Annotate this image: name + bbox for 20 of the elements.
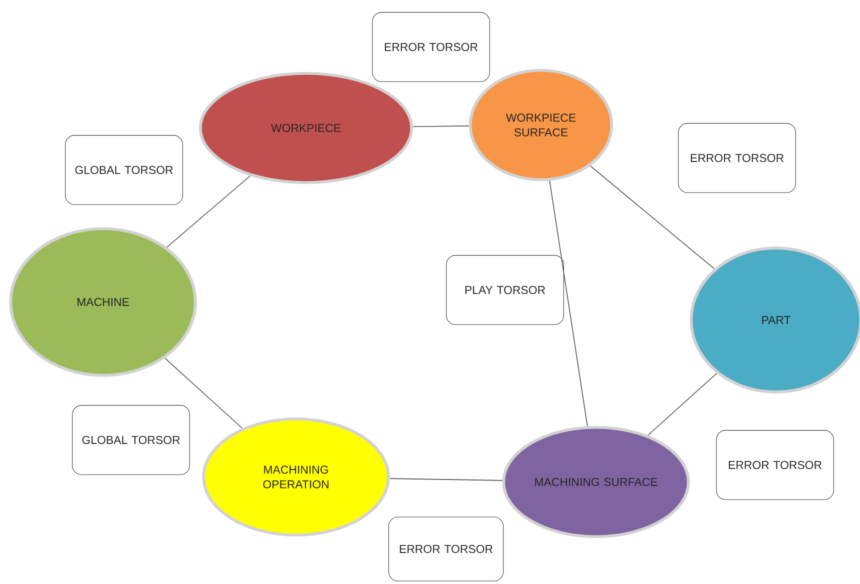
connector-line xyxy=(648,372,718,436)
torsor-box: ERROR TORSOR xyxy=(372,12,490,82)
ellipse-node: WORKPIECE SURFACE xyxy=(468,68,614,182)
connector-line xyxy=(412,126,470,128)
torsor-box: ERROR TORSOR xyxy=(678,123,796,193)
connector-line xyxy=(590,166,715,270)
ellipse-node: MACHINING SURFACE xyxy=(502,426,690,538)
ellipse-node: MACHINE xyxy=(9,227,197,377)
connector-line xyxy=(389,478,503,481)
ellipse-node: PART xyxy=(690,246,860,394)
connector-line xyxy=(549,180,588,426)
torsor-box: ERROR TORSOR xyxy=(716,430,834,500)
connector-line xyxy=(166,175,251,248)
ellipse-node: MACHINING OPERATION xyxy=(202,418,390,536)
torsor-box: GLOBAL TORSOR xyxy=(72,405,190,475)
connector-line xyxy=(164,358,243,429)
torsor-box: ERROR TORSOR xyxy=(388,516,504,582)
ellipse-node: WORKPIECE xyxy=(198,72,414,184)
torsor-box: PLAY TORSOR xyxy=(446,255,564,325)
torsor-box: GLOBAL TORSOR xyxy=(65,135,183,205)
